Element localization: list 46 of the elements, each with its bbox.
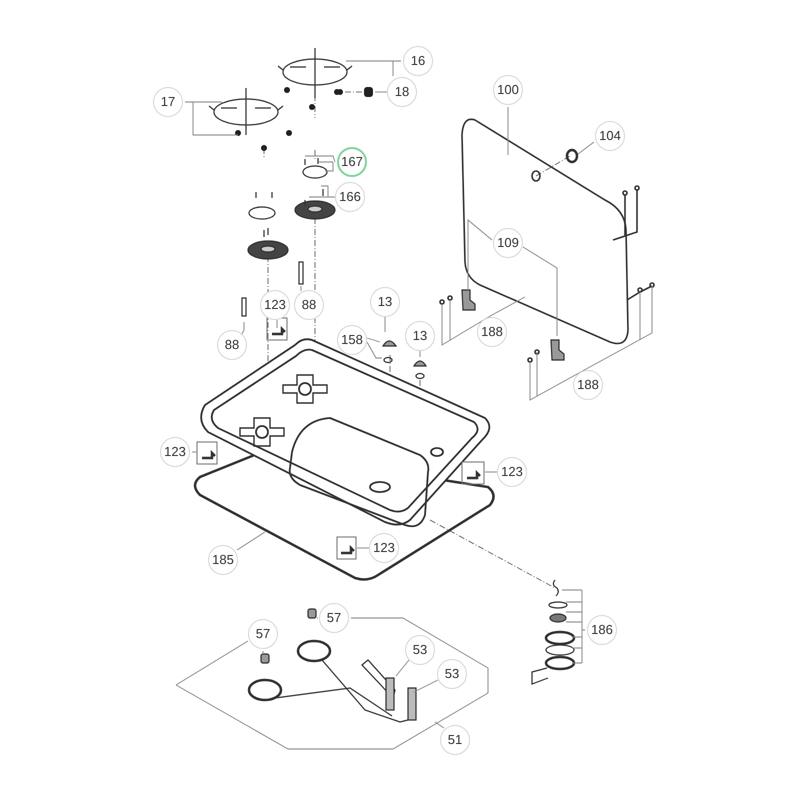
leader-line [442,296,526,346]
callout-number: 88 [294,290,324,320]
leader-line [434,722,444,728]
callout-number: 123 [260,290,290,320]
callout-number: 13 [405,321,435,351]
callout-number: 186 [587,615,617,645]
leader-line [414,680,438,692]
leader-line [236,532,266,550]
callout-number: 123 [369,533,399,563]
leader-line [468,219,558,336]
callout-number: 109 [493,228,523,258]
leader-line [242,322,244,334]
callout-number: 123 [497,457,527,487]
callout-number: 53 [405,635,435,665]
callout-number: 100 [493,75,523,105]
callout-number: 188 [477,317,507,347]
callout-number: 88 [217,330,247,360]
leader-line [176,618,488,750]
callout-number: 123 [160,437,190,467]
leader-line [396,660,410,676]
callout-number: 57 [319,603,349,633]
callout-number: 104 [595,121,625,151]
callout-number: 53 [437,659,467,689]
leader-line [562,590,586,664]
leader-line [176,640,264,686]
callout-number: 167 [337,147,367,177]
leader-line [276,320,278,328]
callout-number: 16 [403,46,433,76]
leader-line [300,286,302,292]
leader-line [184,102,238,136]
leader-line [346,60,402,76]
leader-line [304,156,336,172]
callout-number: 13 [370,287,400,317]
leader-line [308,186,336,198]
leader-line [384,316,386,332]
callout-number: 188 [573,370,603,400]
callout-number: 17 [153,87,183,117]
callout-number: 158 [337,325,367,355]
leader-line [578,142,594,154]
callout-number: 185 [208,545,238,575]
leader-line [530,286,652,401]
leader-line [366,338,382,358]
callout-number: 57 [248,619,278,649]
callout-number: 166 [335,182,365,212]
callout-number: 51 [440,725,470,755]
callout-number: 18 [387,77,417,107]
